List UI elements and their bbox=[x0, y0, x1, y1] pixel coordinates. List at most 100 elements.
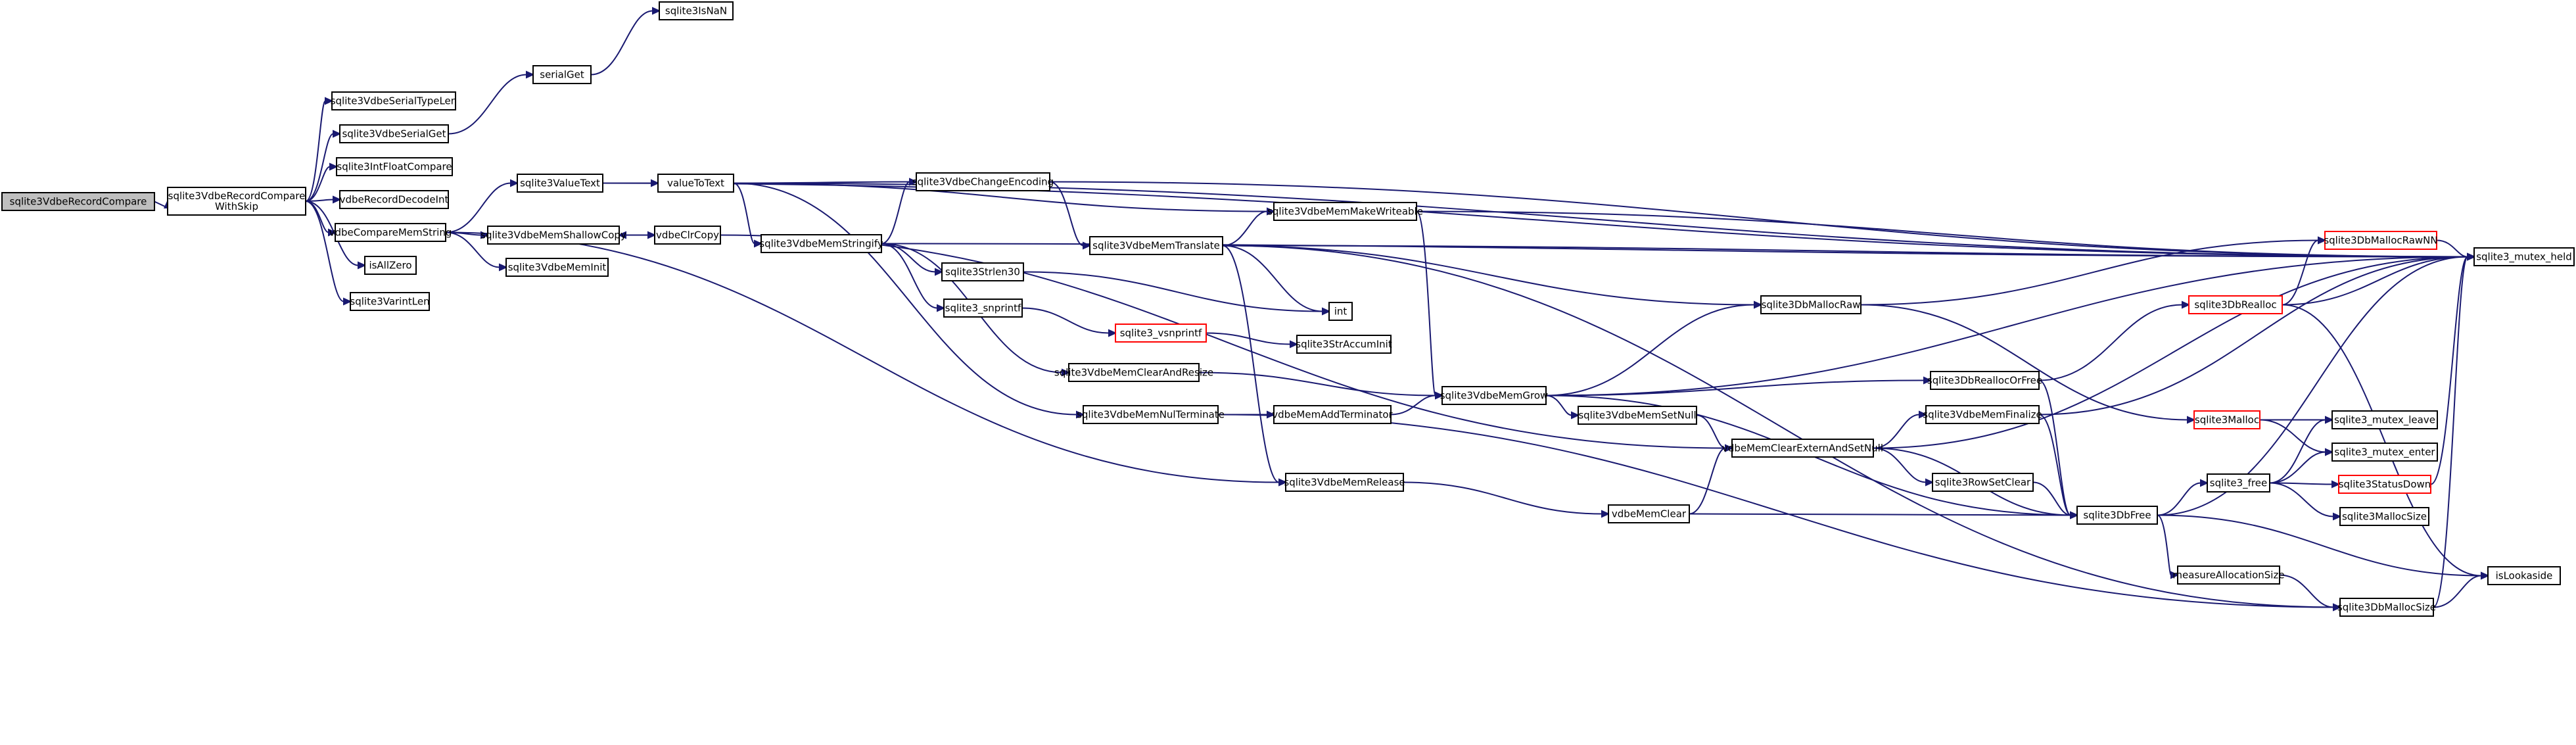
graph-node-box bbox=[2331, 410, 2438, 429]
graph-edge-line bbox=[1873, 414, 1920, 449]
graph-node[interactable]: sqlite3StatusDown bbox=[2338, 475, 2431, 494]
graph-node[interactable]: isLookaside bbox=[2487, 566, 2561, 585]
graph-node[interactable]: sqlite3DbMallocRawNN bbox=[2324, 231, 2438, 250]
graph-edge-line bbox=[2269, 419, 2326, 484]
graph-node-box bbox=[532, 65, 592, 84]
graph-node[interactable]: sqlite3VdbeSerialTypeLen bbox=[331, 91, 457, 110]
graph-edge bbox=[1222, 245, 1763, 309]
graph-node[interactable]: sqlite3_mutex_leave bbox=[2331, 410, 2438, 429]
graph-edge-line bbox=[1689, 447, 1726, 515]
graph-edge-line bbox=[1873, 447, 1927, 483]
graph-node-box bbox=[1925, 405, 2040, 424]
graph-node[interactable]: sqlite3VdbeMemRelease bbox=[1284, 473, 1405, 492]
graph-node[interactable]: sqlite3VdbeMemStringify bbox=[759, 234, 883, 253]
graph-edge bbox=[1545, 395, 1580, 420]
graph-node[interactable]: sqlite3_free bbox=[2207, 473, 2270, 493]
graph-node-label: sqlite3StrAccumInit bbox=[1296, 339, 1392, 350]
graph-node[interactable]: vdbeMemAddTerminator bbox=[1272, 405, 1393, 424]
graph-node[interactable]: sqlite3_mutex_enter bbox=[2331, 443, 2438, 462]
graph-node[interactable]: sqlite3DbMallocRaw bbox=[1760, 295, 1862, 314]
call-graph-nodes: sqlite3VdbeRecordCompare sqlite3VdbeRecor… bbox=[1, 1, 2575, 617]
graph-edge-line bbox=[448, 74, 527, 135]
graph-node[interactable]: sqlite3Strlen30 bbox=[941, 262, 1024, 281]
graph-edge-line bbox=[2282, 304, 2482, 577]
graph-edge bbox=[1545, 376, 1932, 397]
arrowhead-icon bbox=[1062, 368, 1071, 377]
graph-node[interactable]: sqlite3VdbeMemShallowCopy bbox=[480, 226, 626, 245]
graph-node-label: sqlite3IsNaN bbox=[665, 5, 727, 17]
graph-node[interactable]: sqlite3MallocSize bbox=[2339, 507, 2429, 526]
graph-node-label: vdbeMemAddTerminator bbox=[1272, 409, 1393, 421]
graph-edge bbox=[1217, 414, 2342, 612]
graph-node[interactable]: valueToText bbox=[657, 174, 734, 193]
graph-node[interactable]: sqlite3VdbeMemMakeWriteable bbox=[1267, 202, 1423, 221]
graph-edge-line bbox=[2430, 256, 2468, 485]
graph-edge bbox=[1860, 304, 2196, 424]
graph-node[interactable]: sqlite3VarintLen bbox=[350, 292, 430, 311]
graph-node[interactable]: sqlite3VdbeMemTranslate bbox=[1089, 236, 1223, 255]
graph-node[interactable]: sqlite3VdbeMemInit bbox=[505, 258, 609, 277]
graph-edge bbox=[1689, 444, 1734, 515]
graph-node[interactable]: sqlite3ValueText bbox=[517, 174, 603, 193]
graph-edge bbox=[2157, 479, 2209, 516]
graph-node[interactable]: sqlite3DbReallocOrFree bbox=[1927, 371, 2042, 390]
graph-node[interactable]: sqlite3_vsnprintf bbox=[1115, 324, 1207, 343]
graph-node[interactable]: serialGet bbox=[532, 65, 592, 84]
graph-node[interactable]: vdbeRecordDecodeInt bbox=[339, 190, 449, 209]
graph-node[interactable]: sqlite3IsNaN bbox=[659, 1, 734, 20]
graph-node[interactable]: int bbox=[1328, 302, 1353, 321]
graph-node-label: sqlite3VarintLen bbox=[350, 296, 429, 308]
graph-node[interactable]: vdbeCompareMemString bbox=[329, 223, 452, 242]
graph-node[interactable]: sqlite3VdbeMemGrow bbox=[1440, 386, 1549, 405]
graph-node-label: sqlite3DbMallocRawNN bbox=[2324, 235, 2437, 247]
graph-node[interactable]: sqlite3DbFree bbox=[2076, 506, 2158, 525]
graph-node-label: sqlite3_snprintf bbox=[945, 302, 1021, 315]
graph-node-label: sqlite3_mutex_leave bbox=[2334, 414, 2435, 427]
graph-node-label: sqlite3_mutex_enter bbox=[2334, 446, 2435, 459]
arrowhead-icon bbox=[1108, 329, 1117, 337]
graph-node[interactable]: sqlite3DbRealloc bbox=[2188, 295, 2283, 314]
graph-edge-line bbox=[305, 100, 326, 202]
graph-node-box bbox=[2487, 566, 2561, 585]
graph-node[interactable]: measureAllocationSize bbox=[2172, 565, 2285, 585]
graph-node[interactable]: sqlite3Malloc bbox=[2193, 410, 2260, 429]
graph-node[interactable]: sqlite3_snprintf bbox=[943, 299, 1023, 318]
graph-node-box bbox=[2193, 410, 2260, 429]
graph-node-label: sqlite3StatusDown bbox=[2339, 479, 2431, 491]
graph-node[interactable]: sqlite3VdbeRecordCompare bbox=[1, 192, 155, 211]
graph-node[interactable]: vdbeMemClearExternAndSetNull bbox=[1722, 439, 1883, 458]
graph-node[interactable]: sqlite3VdbeMemSetNull bbox=[1578, 406, 1697, 425]
graph-node[interactable]: sqlite3IntFloatCompare bbox=[336, 157, 453, 176]
graph-node-box bbox=[1273, 202, 1417, 221]
graph-node[interactable]: sqlite3_mutex_held bbox=[2473, 247, 2575, 266]
graph-node-box bbox=[331, 91, 456, 110]
graph-node[interactable]: sqlite3VdbeMemClearAndResize bbox=[1054, 363, 1213, 382]
graph-node-box bbox=[2473, 247, 2575, 266]
graph-node[interactable]: vdbeMemClear bbox=[1608, 504, 1690, 523]
graph-node[interactable]: sqlite3VdbeChangeEncoding bbox=[912, 172, 1054, 191]
graph-node[interactable]: sqlite3DbMallocSize bbox=[2337, 598, 2436, 617]
graph-node-box bbox=[1608, 504, 1690, 523]
graph-node-label: sqlite3_free bbox=[2210, 477, 2267, 490]
graph-edge-line bbox=[1403, 481, 1603, 515]
graph-node[interactable]: sqlite3VdbeMemNulTerminate bbox=[1077, 405, 1225, 424]
graph-node-box bbox=[505, 258, 609, 277]
graph-node[interactable]: sqlite3RowSetClear bbox=[1932, 473, 2034, 492]
graph-edge-line bbox=[2038, 256, 2468, 416]
graph-edge bbox=[2038, 379, 2079, 519]
graph-edge-line bbox=[2032, 481, 2071, 516]
arrowhead-icon bbox=[2467, 252, 2476, 261]
graph-node[interactable]: sqlite3VdbeSerialGet bbox=[339, 124, 449, 143]
graph-node[interactable]: sqlite3VdbeMemFinalize bbox=[1923, 405, 2042, 424]
graph-edge-line bbox=[1222, 245, 1755, 306]
graph-edge bbox=[2259, 419, 2334, 456]
graph-edge-line bbox=[1217, 414, 2334, 608]
graph-edge-line bbox=[1860, 239, 2319, 306]
graph-node[interactable]: vdbeClrCopy bbox=[654, 226, 721, 245]
graph-edge-line bbox=[881, 181, 910, 245]
graph-node-box bbox=[943, 299, 1023, 318]
graph-node[interactable]: isAllZero bbox=[364, 256, 417, 275]
graph-node[interactable]: sqlite3StrAccumInit bbox=[1296, 335, 1392, 354]
